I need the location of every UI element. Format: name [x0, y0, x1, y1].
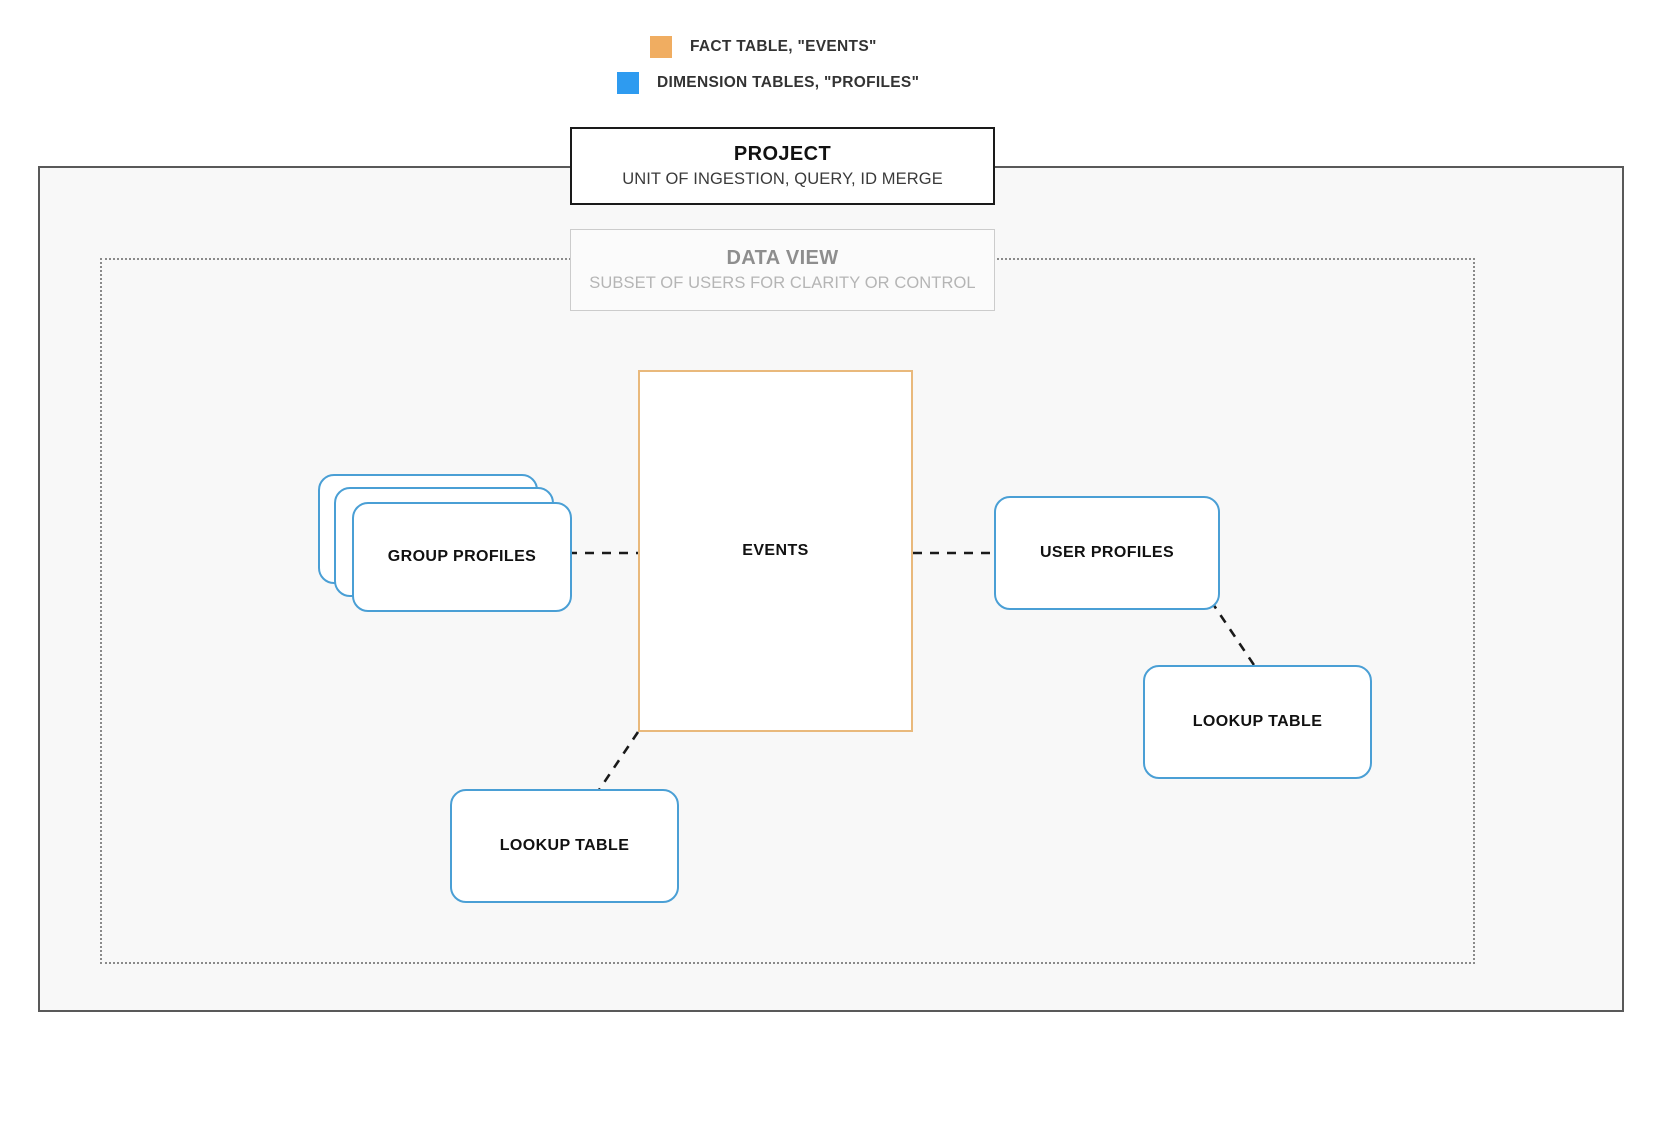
- node-user-profiles-label: USER PROFILES: [1039, 544, 1175, 561]
- node-group-profiles-card-front[interactable]: GROUP PROFILES: [352, 502, 572, 612]
- data-view-title: DATA VIEW: [726, 247, 839, 269]
- project-label-box: PROJECT UNIT OF INGESTION, QUERY, ID MER…: [570, 127, 995, 205]
- node-events-label: EVENTS: [742, 542, 809, 559]
- node-group-profiles-label: GROUP PROFILES: [387, 548, 537, 565]
- legend-item-label: FACT TABLE, "EVENTS": [690, 38, 877, 55]
- square-swatch-orange-icon: [650, 36, 672, 58]
- legend-item-label: DIMENSION TABLES, "PROFILES": [657, 74, 920, 91]
- legend: FACT TABLE, "EVENTS" DIMENSION TABLES, "…: [0, 30, 1664, 110]
- data-view-subtitle: SUBSET OF USERS FOR CLARITY OR CONTROL: [589, 274, 976, 292]
- project-title: PROJECT: [733, 143, 832, 165]
- node-events[interactable]: EVENTS: [638, 370, 913, 732]
- square-swatch-blue-icon: [617, 72, 639, 94]
- project-subtitle: UNIT OF INGESTION, QUERY, ID MERGE: [622, 170, 943, 188]
- node-lookup-table-right[interactable]: LOOKUP TABLE: [1143, 665, 1372, 779]
- node-lookup-table-left-label: LOOKUP TABLE: [499, 837, 630, 854]
- node-user-profiles[interactable]: USER PROFILES: [994, 496, 1220, 610]
- legend-item-dimension-tables: DIMENSION TABLES, "PROFILES": [617, 72, 919, 94]
- legend-item-fact-table: FACT TABLE, "EVENTS": [650, 36, 877, 58]
- node-lookup-table-right-label: LOOKUP TABLE: [1192, 713, 1323, 730]
- node-lookup-table-left[interactable]: LOOKUP TABLE: [450, 789, 679, 903]
- node-group-profiles[interactable]: GROUP PROFILES: [318, 474, 572, 612]
- data-view-label-box: DATA VIEW SUBSET OF USERS FOR CLARITY OR…: [570, 229, 995, 311]
